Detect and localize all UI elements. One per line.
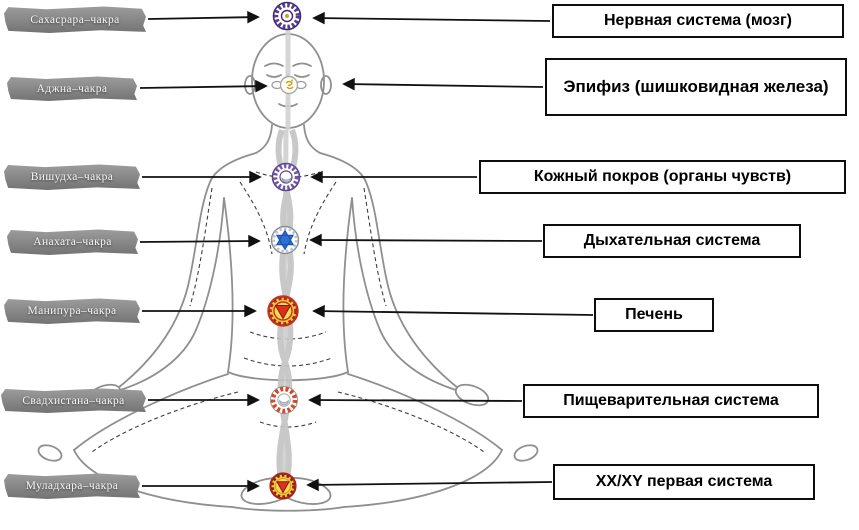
system-box-label: Эпифиз (шишковидная железа) xyxy=(563,76,829,96)
meditating-figure xyxy=(37,33,539,512)
anahata-chakra-icon xyxy=(270,225,300,255)
chakra-icons xyxy=(267,1,307,500)
system-box-liver: Печень xyxy=(594,298,714,332)
chakra-ribbon-label: Вишудха–чакра xyxy=(30,171,114,183)
chakra-ribbon-label: Анахата–чакра xyxy=(33,236,112,248)
sahasrara-chakra-icon xyxy=(272,1,302,31)
muladhara-chakra-icon xyxy=(269,472,297,500)
arrow-right-xx-xy xyxy=(306,478,553,492)
system-box-label: Кожный покров (органы чувств) xyxy=(533,168,792,186)
connector-arrows xyxy=(139,10,594,493)
system-box-label: XX/XY первая система xyxy=(595,473,773,491)
arrow-left-ajna xyxy=(139,79,268,93)
chakra-ribbon-ajna: Аджна–чакра xyxy=(7,76,137,101)
vishuddha-chakra-icon xyxy=(271,162,301,192)
system-box-pineal: Эпифиз (шишковидная железа) xyxy=(545,58,847,116)
svadhisthana-chakra-icon xyxy=(270,386,298,414)
chakra-ribbon-vishuddha: Вишудха–чакра xyxy=(4,164,140,190)
system-box-skin: Кожный покров (органы чувств) xyxy=(479,160,846,194)
arrow-right-liver xyxy=(312,304,594,318)
system-box-label: Пищеварительная система xyxy=(563,392,779,410)
system-box-respiratory: Дыхательная система xyxy=(543,224,801,258)
manipura-chakra-icon xyxy=(267,295,299,327)
chakra-ribbon-sahasrara: Сахасрара–чакра xyxy=(4,6,146,33)
chakra-ribbon-muladhara: Муладхара–чакра xyxy=(4,473,140,499)
arrow-right-digestive xyxy=(308,393,523,407)
system-box-label: Нервная система (мозг) xyxy=(604,12,792,30)
chakra-ribbon-label: Свадхистана–чакра xyxy=(22,394,125,407)
system-box-nervous: Нервная система (мозг) xyxy=(552,4,844,38)
chakra-ribbon-label: Муладхара–чакра xyxy=(25,480,119,492)
arrow-left-anahata xyxy=(139,234,261,248)
arrow-right-respiratory xyxy=(309,233,543,247)
system-box-xx-xy: XX/XY первая система xyxy=(553,464,815,500)
arrow-right-pineal-gland xyxy=(342,77,544,91)
chakra-ribbon-label: Сахасрара–чакра xyxy=(30,13,120,26)
system-box-digestive: Пищеварительная система xyxy=(523,384,819,418)
chakra-ribbon-anahata: Анахата–чакра xyxy=(7,229,138,255)
chakra-ribbon-label: Аджна–чакра xyxy=(36,82,108,95)
ajna-chakra-icon xyxy=(271,75,307,95)
chakra-ribbon-manipura: Манипура–чакра xyxy=(4,298,140,324)
arrow-right-nervous-system xyxy=(312,11,551,25)
chakra-ribbon-label: Манипура–чакра xyxy=(27,305,117,317)
system-box-label: Печень xyxy=(625,306,683,324)
chakra-ribbon-svadhisthana: Свадхистана–чакра xyxy=(1,388,146,413)
arrow-left-sahasrara xyxy=(147,10,260,24)
system-box-label: Дыхательная система xyxy=(583,232,761,250)
